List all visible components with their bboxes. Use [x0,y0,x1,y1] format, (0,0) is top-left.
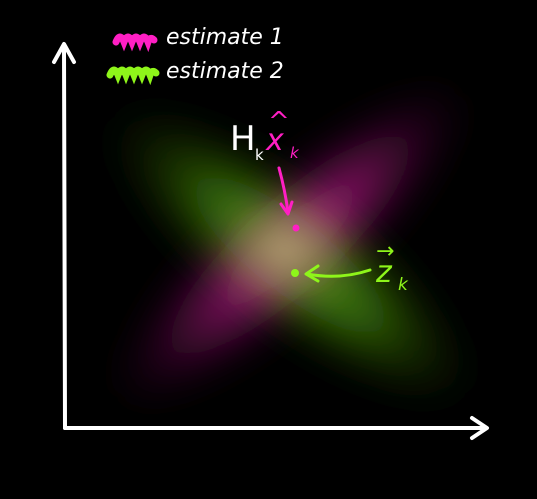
measurement-vector-arrow: → [376,239,394,264]
y-axis [62,44,67,430]
predicted-arrow [277,166,294,216]
measurement-arrow [304,264,372,283]
state-x: x [265,123,284,158]
estimate-2-swatch [106,66,160,86]
legend-item-estimate-2: estimate 2 [106,59,284,86]
predicted-measurement-point [292,224,300,232]
y-axis-arrowhead [52,42,76,64]
operator-subscript: k [255,146,264,164]
operator-h: H [230,119,256,159]
x-axis-arrowhead [470,416,489,440]
estimate-1-swatch [112,33,158,53]
legend-label-estimate-1: estimate 1 [166,25,284,50]
measurement-label: → z k [375,239,409,295]
legend-label-estimate-2: estimate 2 [166,59,284,84]
state-hat: ^ [268,107,290,137]
overlap-region [225,208,345,292]
legend: estimate 1 estimate 2 [106,25,284,86]
state-subscript: k [290,144,300,162]
axes [52,42,489,440]
predicted-measurement-label: H k ^ x k [230,107,300,164]
legend-item-estimate-1: estimate 1 [112,25,284,53]
measurement-point [291,269,299,277]
measurement-subscript: k [398,275,409,295]
measurement-symbol: z [375,255,393,290]
